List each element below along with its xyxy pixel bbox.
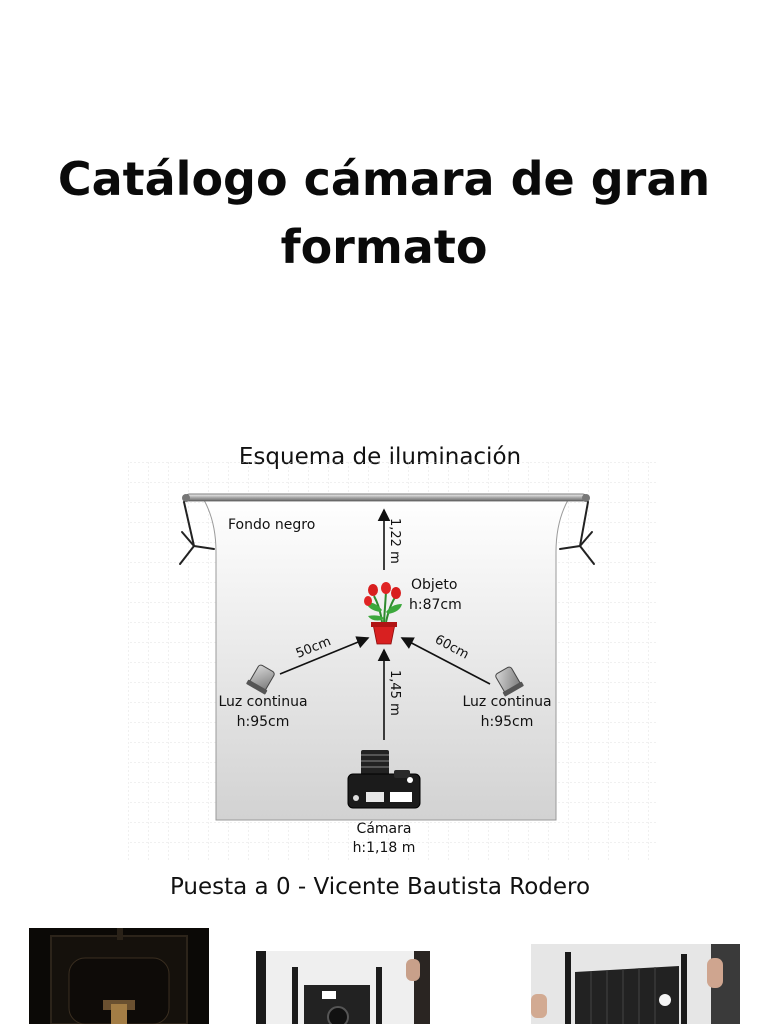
object-height: h:87cm xyxy=(409,597,462,613)
light-right-name: Luz continua xyxy=(462,694,551,710)
camera-name: Cámara xyxy=(357,821,412,837)
light-right-icon xyxy=(495,666,524,697)
light-left-height: h:95cm xyxy=(237,714,290,730)
backdrop-bar xyxy=(185,493,587,502)
stand-left-icon xyxy=(179,501,215,565)
photo-camera-front xyxy=(256,951,430,1024)
bar-end-right xyxy=(582,494,590,502)
page-title: Catálogo cámara de gran formato xyxy=(0,145,768,281)
camera-height: h:1,18 m xyxy=(353,840,416,856)
photo-camera-back xyxy=(29,928,209,1024)
arrow-light-left xyxy=(279,636,370,675)
lighting-diagram-svg: Fondo negro 1,22 m Objeto h:87cm 1,45 m … xyxy=(128,462,658,862)
flower-pot-icon xyxy=(364,582,402,645)
page-title-text: Catálogo cámara de gran formato xyxy=(57,152,711,274)
light-right-height: h:95cm xyxy=(481,714,534,730)
photo-camera-bellows xyxy=(531,944,740,1024)
light-left-icon xyxy=(246,664,275,695)
stand-right-icon xyxy=(559,501,595,565)
background-label: Fondo negro xyxy=(228,517,315,533)
bar-end-left xyxy=(182,494,190,502)
light-left-name: Luz continua xyxy=(218,694,307,710)
arrow-light-right xyxy=(400,637,491,685)
camera-icon xyxy=(347,750,421,809)
credit-text: Puesta a 0 - Vicente Bautista Rodero xyxy=(169,874,591,900)
distance-background: 1,22 m xyxy=(387,518,402,564)
lighting-diagram: Fondo negro 1,22 m Objeto h:87cm 1,45 m … xyxy=(128,462,658,862)
distance-camera: 1,45 m xyxy=(387,670,402,716)
object-name: Objeto xyxy=(411,577,457,593)
